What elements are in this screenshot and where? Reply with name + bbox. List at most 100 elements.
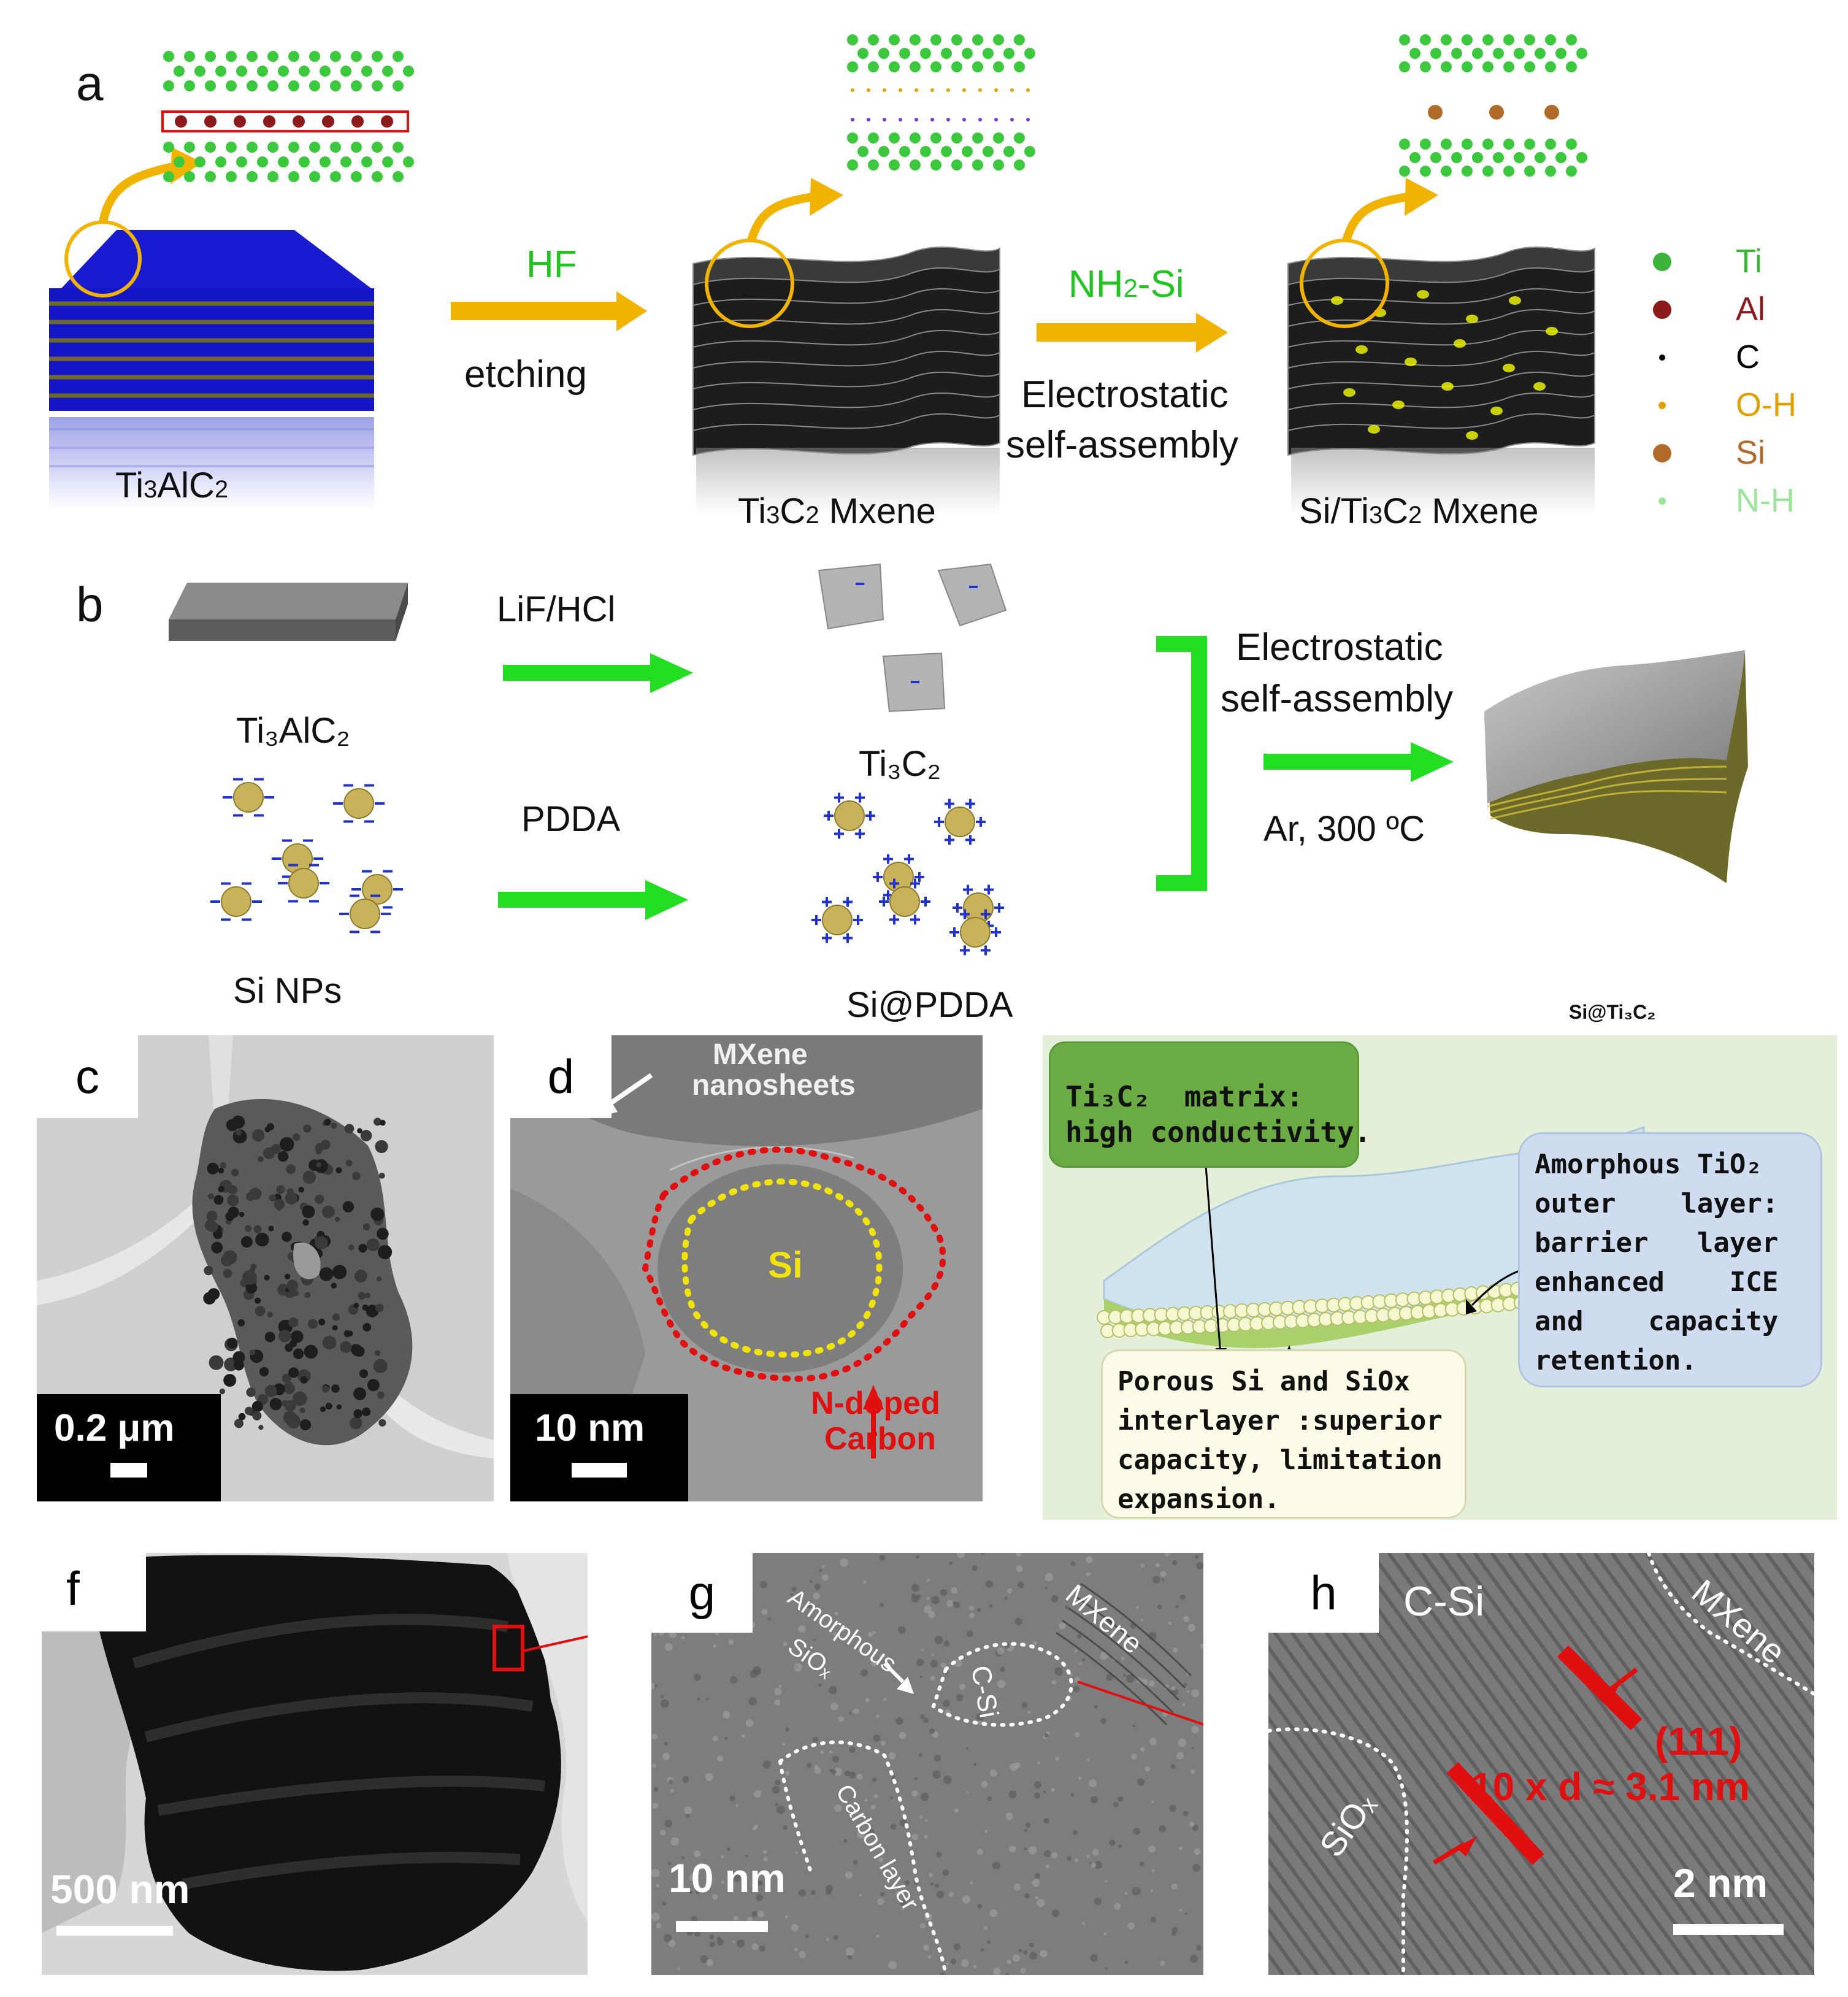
particle xyxy=(308,1319,318,1329)
si-nanoparticle xyxy=(1533,382,1546,391)
hrtem-texture xyxy=(940,1662,946,1668)
ti-atom xyxy=(857,146,868,157)
al-atom xyxy=(293,115,305,128)
hrtem-texture xyxy=(1171,1927,1178,1934)
hrtem-texture xyxy=(942,1869,949,1876)
ar-300-label: Ar, 300 ºC xyxy=(1263,809,1425,849)
charge-mark xyxy=(272,857,282,860)
si-nanoparticle xyxy=(1509,296,1521,305)
particle xyxy=(238,1412,246,1420)
ti-atom xyxy=(847,132,858,144)
oh-group xyxy=(914,118,918,121)
hrtem-texture xyxy=(677,1967,680,1971)
charge-mark xyxy=(838,792,840,803)
hrtem-texture xyxy=(794,1663,802,1672)
hrtem-texture xyxy=(926,1596,930,1600)
ti-atom xyxy=(889,132,900,144)
ti-atom xyxy=(1399,166,1410,177)
scale-bar-c-label: 0.2 μm xyxy=(54,1407,175,1449)
lattice-fringe xyxy=(1610,1553,1814,1835)
charge-mark xyxy=(364,820,374,823)
lattice-fringe xyxy=(1268,1786,1405,1975)
hrtem-texture xyxy=(810,1890,816,1895)
charge-mark xyxy=(364,784,374,787)
hrtem-texture xyxy=(814,1765,819,1769)
hrtem-texture xyxy=(1000,1666,1005,1672)
hrtem-texture xyxy=(1182,1703,1186,1706)
ti-atom xyxy=(1024,146,1035,157)
charge-mark xyxy=(320,882,329,884)
hrtem-texture xyxy=(685,1814,690,1818)
hrtem-texture xyxy=(1192,1863,1201,1872)
oh-group xyxy=(994,88,998,92)
charge-mark xyxy=(846,897,849,907)
particle xyxy=(354,1270,367,1282)
ti-atom xyxy=(267,80,278,91)
ti-atom xyxy=(878,48,889,59)
si-nanoparticle xyxy=(1417,290,1429,299)
lattice-fringe xyxy=(1576,1553,1814,1882)
hrtem-texture xyxy=(1051,1852,1058,1858)
ti-atom xyxy=(1472,152,1483,163)
particle xyxy=(203,1292,216,1305)
charge-mark xyxy=(381,913,391,915)
charge-mark xyxy=(264,796,274,799)
hrtem-texture xyxy=(880,1892,885,1897)
particle xyxy=(207,1193,214,1200)
hrtem-texture xyxy=(942,1700,950,1708)
hrtem-texture xyxy=(691,1915,698,1923)
ti-atom xyxy=(320,156,331,167)
hrtem-texture xyxy=(1006,1960,1011,1964)
panel-label-c: c xyxy=(37,1035,138,1118)
hrtem-texture xyxy=(1183,1682,1187,1687)
hrtem-texture xyxy=(871,1660,878,1667)
hrtem-texture xyxy=(1040,1950,1048,1958)
scale-bar-g-bar xyxy=(676,1921,768,1932)
hrtem-texture xyxy=(860,1669,868,1677)
hrtem-texture xyxy=(662,1752,670,1760)
particle xyxy=(367,1379,380,1392)
al-atom xyxy=(322,115,334,128)
legend-item: Al xyxy=(1644,290,1840,333)
hrtem-texture xyxy=(1125,1674,1135,1683)
particle xyxy=(362,1323,372,1332)
hrtem-texture xyxy=(867,1829,875,1836)
si-nanoparticle xyxy=(1343,388,1355,397)
hrtem-texture xyxy=(853,1708,859,1714)
charge-mark xyxy=(969,835,972,845)
hrtem-texture xyxy=(1013,1883,1021,1891)
particle xyxy=(331,1384,340,1393)
oh-group xyxy=(1010,88,1014,92)
hrtem-texture xyxy=(1100,1718,1106,1725)
lattice-fringe xyxy=(1268,1668,1491,1975)
mxene-nanosheets-label-1: MXene xyxy=(713,1038,808,1071)
ti-atom xyxy=(972,61,983,72)
particle xyxy=(249,1349,256,1356)
particle xyxy=(344,1124,355,1134)
charge-mark xyxy=(948,799,951,809)
hrtem-texture xyxy=(763,1857,768,1861)
hrtem-texture xyxy=(932,1770,941,1779)
hrtem-texture xyxy=(834,1611,838,1616)
ti-atom xyxy=(1524,166,1535,177)
hrtem-texture xyxy=(1118,1796,1124,1802)
hrtem-texture xyxy=(843,1839,848,1843)
hrtem-texture xyxy=(969,1612,975,1619)
si-nanoparticle xyxy=(1546,327,1558,335)
oh-group xyxy=(851,118,854,121)
particle xyxy=(302,1219,309,1226)
hrtem-texture xyxy=(1044,1733,1049,1738)
charge-mark xyxy=(288,900,298,903)
hrtem-texture xyxy=(762,1760,771,1769)
charge-mark xyxy=(254,814,264,817)
hrtem-texture xyxy=(830,1702,838,1711)
ti-atom xyxy=(1482,166,1493,177)
hrtem-texture xyxy=(1161,1578,1165,1581)
hrtem-texture xyxy=(1155,1563,1160,1568)
hrtem-texture xyxy=(681,1856,685,1860)
hrtem-texture xyxy=(664,1642,673,1652)
charge-mark xyxy=(370,930,380,933)
hrtem-texture xyxy=(721,1855,724,1858)
hrtem-texture xyxy=(1178,1738,1187,1747)
hrtem-texture xyxy=(700,1955,708,1963)
